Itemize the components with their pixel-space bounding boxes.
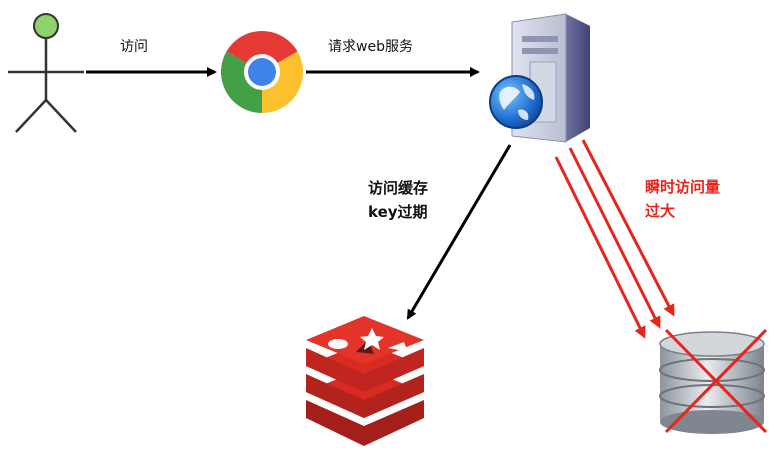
cache-expired-label-line2: key过期 (368, 203, 428, 221)
web-server-icon (489, 13, 590, 143)
burst-traffic-label-line2: 过大 (645, 202, 676, 220)
cache-arrow (406, 144, 512, 320)
burst-traffic-arrows (554, 139, 675, 339)
database-icon (659, 331, 765, 434)
request-web-service-label: 请求web服务 (328, 39, 413, 55)
chrome-browser-icon (221, 31, 303, 113)
failure-cross-icon (664, 328, 768, 434)
cache-expired-label-line1: 访问缓存 (368, 179, 429, 197)
burst-traffic-label-line1: 瞬时访问量 (645, 178, 721, 196)
stick-figure-icon (8, 13, 84, 133)
redis-icon (306, 316, 424, 446)
visit-label: 访问 (120, 39, 148, 55)
